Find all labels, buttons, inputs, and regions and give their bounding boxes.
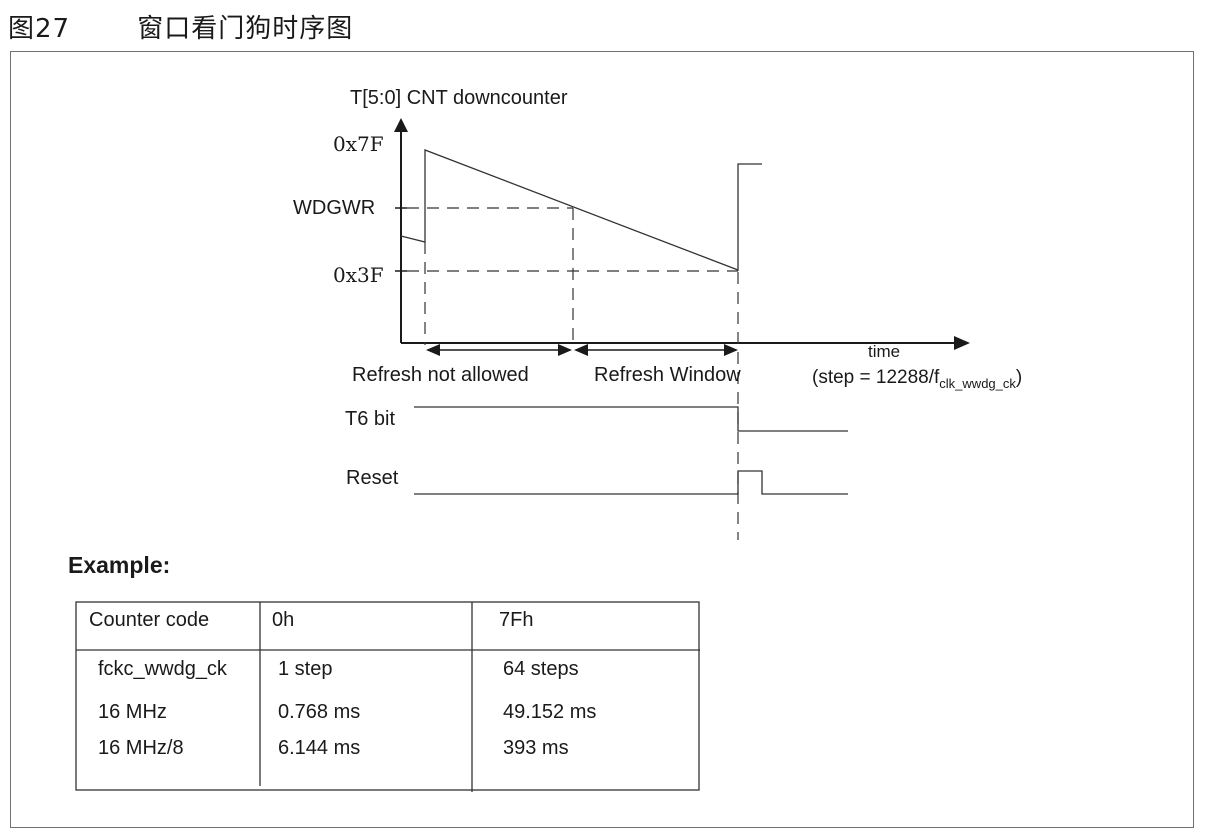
y-axis-arrowhead [394, 118, 408, 132]
level-window-label: WDGWR [293, 197, 375, 219]
level-min-label: 0x3F [333, 263, 384, 287]
step-formula-prefix: (step = 12288/f [812, 367, 940, 388]
figure-caption: 图27 窗口看门狗时序图 [8, 8, 353, 45]
table-cell: 0.768 ms [278, 701, 361, 723]
table-cell: 393 ms [503, 737, 569, 759]
table-cell: 1 step [278, 658, 333, 680]
table-cell: 16 MHz [98, 701, 167, 723]
x-axis-label: time [868, 342, 900, 361]
region-not-allowed-label: Refresh not allowed [352, 364, 529, 386]
table-header-cell: 0h [272, 609, 295, 631]
arrowhead [574, 344, 588, 356]
counter-waveform [400, 149, 762, 271]
reset-waveform [414, 470, 848, 495]
step-formula-suffix: ) [1016, 367, 1022, 388]
t6-bit-label: T6 bit [345, 408, 395, 430]
table-cell: 6.144 ms [278, 737, 361, 759]
region-window-label: Refresh Window [594, 364, 741, 386]
figure-title: 窗口看门狗时序图 [137, 14, 354, 44]
figure-frame [10, 51, 1194, 828]
table-header-cell: 7Fh [499, 609, 534, 631]
table-cell: 64 steps [503, 658, 579, 680]
arrowhead [426, 344, 440, 356]
x-axis-arrowhead [954, 336, 970, 350]
reset-label: Reset [346, 467, 399, 489]
example-table-border [75, 601, 700, 791]
arrowhead [558, 344, 572, 356]
example-heading: Example: [68, 552, 171, 578]
t6-bit-waveform [414, 406, 848, 432]
figure-number: 图27 [8, 14, 71, 44]
table-cell: fckc_wwdg_ck [98, 658, 227, 680]
table-cell: 16 MHz/8 [98, 737, 184, 759]
step-formula-subscript: clk_wwdg_ck [939, 376, 1016, 391]
step-formula: (step = 12288/fclk_wwdg_ck) [812, 367, 1022, 391]
table-cell: 49.152 ms [503, 701, 597, 723]
y-axis-label: T[5:0] CNT downcounter [350, 87, 568, 109]
arrowhead [724, 344, 738, 356]
table-header-cell: Counter code [89, 609, 210, 631]
level-max-label: 0x7F [333, 132, 384, 156]
